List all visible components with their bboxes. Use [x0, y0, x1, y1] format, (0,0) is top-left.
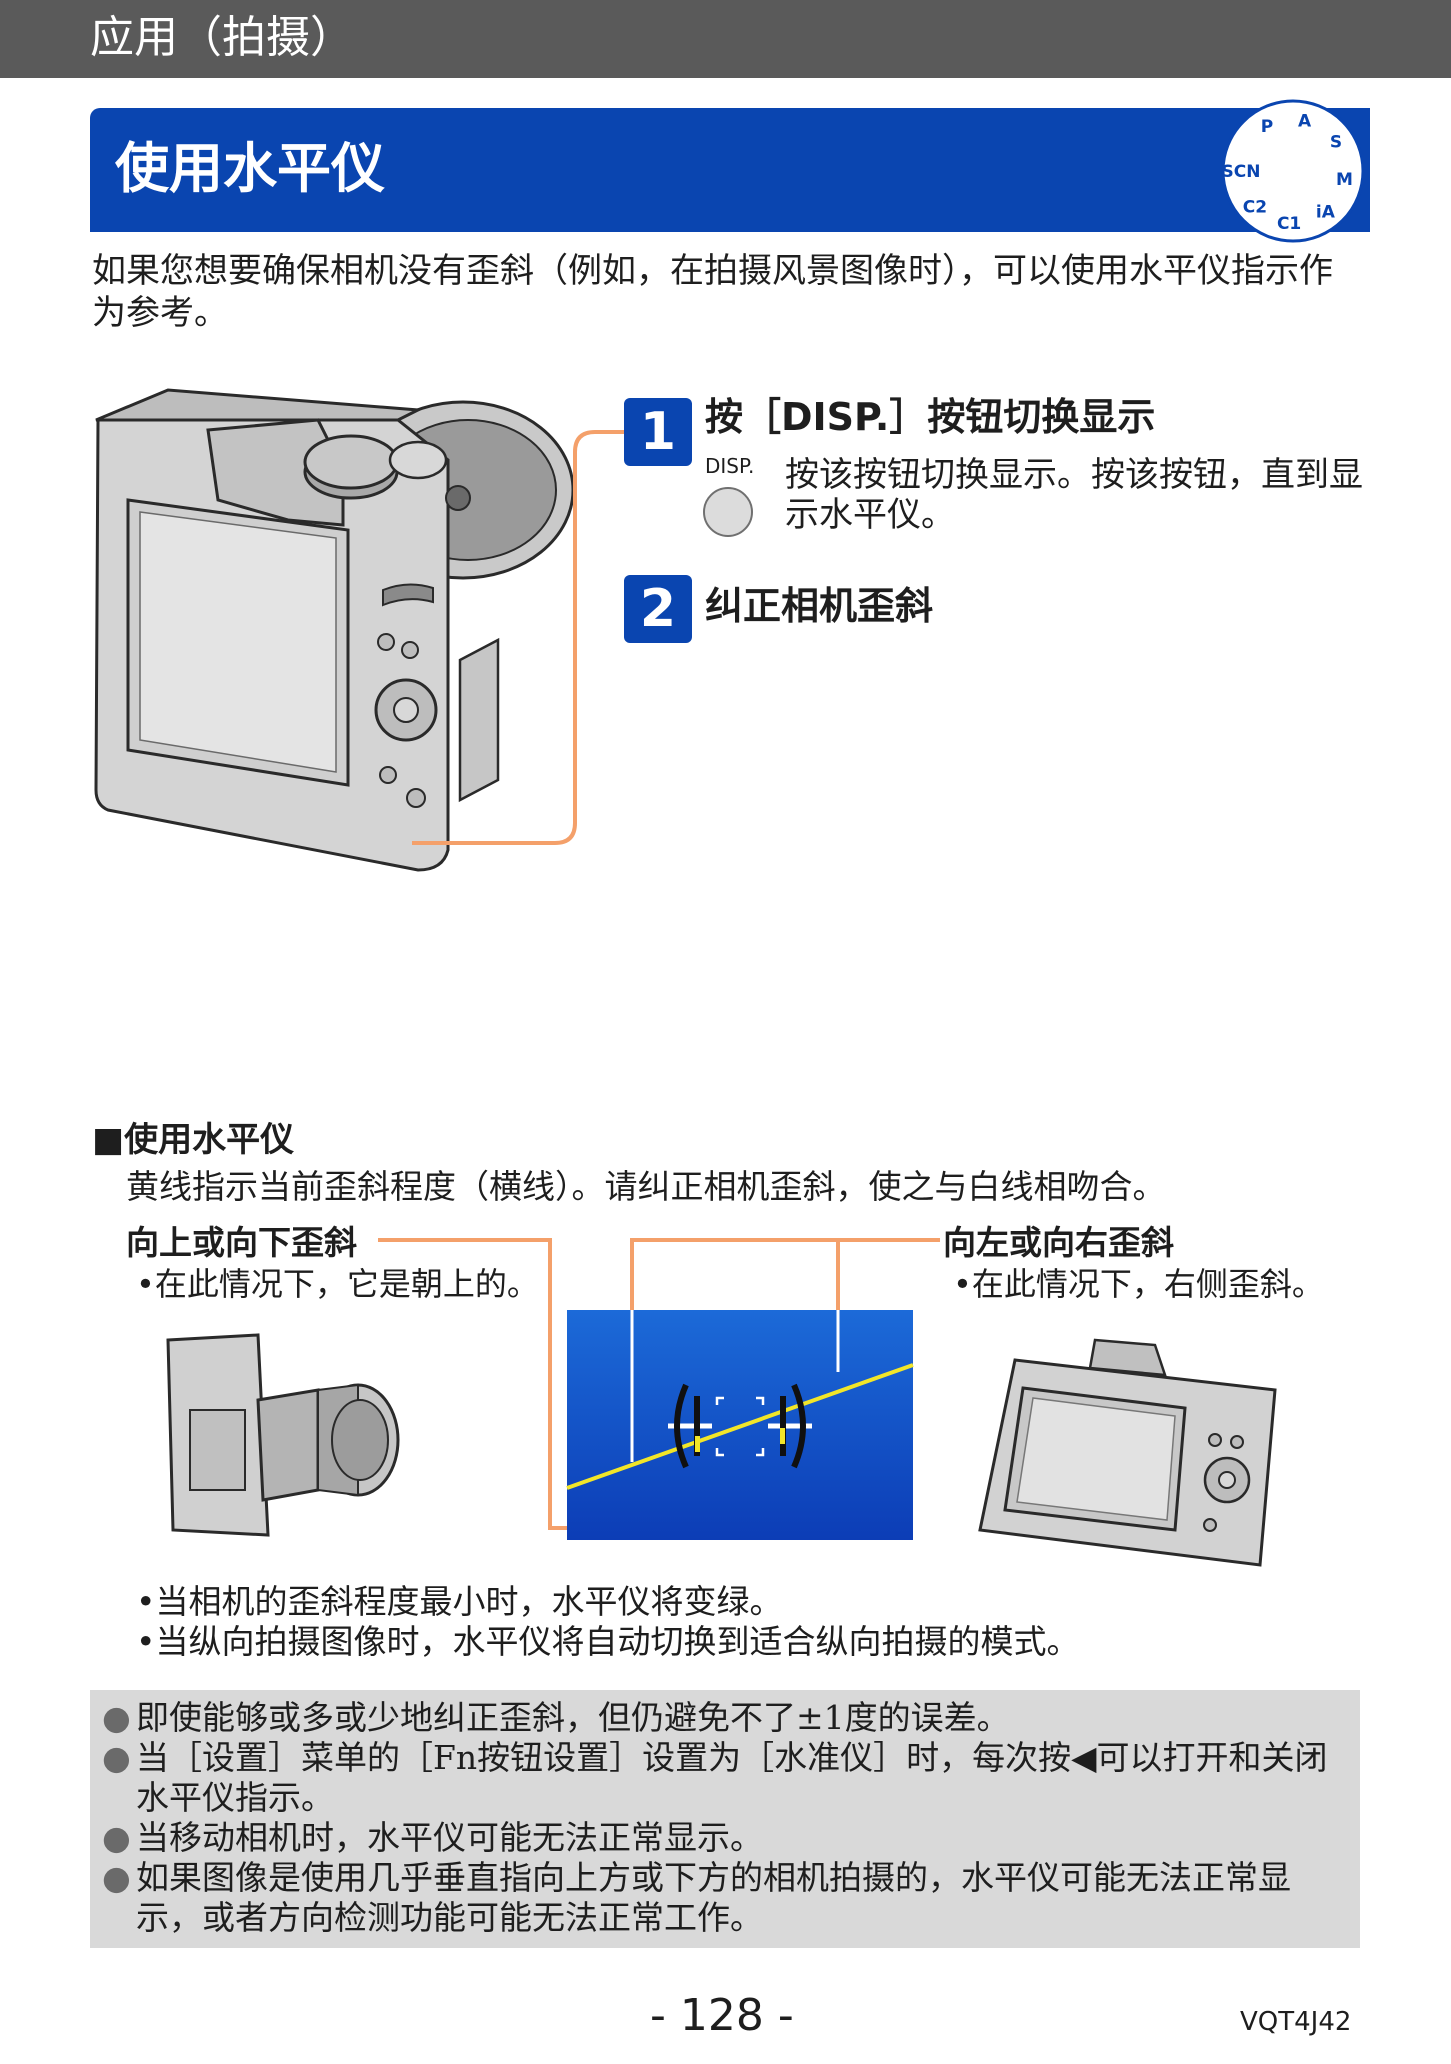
camera-back-tilted-illustration — [978, 1338, 1277, 1567]
tilt-left-right-label: 向左或向右歪斜 — [943, 1223, 1174, 1262]
note-bullet-icon: ● — [102, 1698, 131, 1737]
tilt-up-down-note: •在此情况下，它是朝上的。 — [136, 1265, 539, 1303]
section-title-bar — [90, 108, 1370, 232]
step-1-description: 按该按钮切换显示。按该按钮，直到显示水平仪。 — [785, 455, 1363, 535]
tips-list: •当相机的歪斜程度最小时，水平仪将变绿。 •当纵向拍摄图像时，水平仪将自动切换到… — [136, 1582, 1079, 1662]
step-1-badge: 1 — [624, 398, 692, 466]
notes-list: ●即使能够或多或少地纠正歪斜，但仍避免不了±1度的误差。 ●当［设置］菜单的［F… — [100, 1698, 1356, 1938]
mode-dial-letter: M — [1336, 170, 1353, 190]
intro-text: 如果您想要确保相机没有歪斜（例如，在拍摄风景图像时），可以使用水平仪指示作为参考… — [92, 251, 1333, 333]
mode-dial-letter: P — [1261, 117, 1273, 137]
note-bullet-icon: ● — [102, 1818, 131, 1857]
level-gauge-description: 黄线指示当前歪斜程度（横线）。请纠正相机歪斜，使之与白线相吻合。 — [126, 1167, 1166, 1206]
section-title: 使用水平仪 — [115, 137, 385, 200]
note-item: ●当移动相机时，水平仪可能无法正常显示。 — [102, 1818, 763, 1857]
mode-dial-letter: SCN — [1222, 162, 1261, 182]
note-item: ●如果图像是使用几乎垂直指向上方或下方的相机拍摄的，水平仪可能无法正常显示，或者… — [102, 1858, 1291, 1937]
mode-dial-letter: S — [1330, 133, 1342, 153]
mode-dial-letter: iA — [1316, 203, 1336, 223]
camera-rear-illustration — [94, 388, 575, 872]
note-item: ●当［设置］菜单的［Fn按钮设置］设置为［水准仪］时，每次按◀可以打开和关闭水平… — [102, 1738, 1328, 1817]
disp-button-label: DISP. — [705, 454, 755, 478]
mode-dial-letter: A — [1298, 111, 1312, 131]
tilt-up-down-label: 向上或向下歪斜 — [126, 1223, 357, 1262]
level-gauge-heading: ■使用水平仪 — [92, 1120, 295, 1160]
note-item: ●即使能够或多或少地纠正歪斜，但仍避免不了±1度的误差。 — [102, 1698, 1010, 1737]
document-code: VQT4J42 — [1240, 2007, 1352, 2037]
note-bullet-icon: ● — [102, 1858, 131, 1897]
step-2-title: 纠正相机歪斜 — [705, 584, 934, 628]
header-bar — [0, 0, 1451, 78]
notes-box — [90, 1690, 1360, 1948]
tips-item: •当相机的歪斜程度最小时，水平仪将变绿。 — [136, 1582, 783, 1621]
header-title: 应用（拍摄） — [90, 12, 354, 63]
disp-button-icon — [703, 487, 753, 537]
tips-item: •当纵向拍摄图像时，水平仪将自动切换到适合纵向拍摄的模式。 — [136, 1622, 1080, 1661]
step-2-badge: 2 — [624, 575, 692, 643]
camera-side-illustration — [166, 1333, 400, 1537]
page-number: - 128 - — [650, 1990, 794, 2041]
step-1-title: 按［DISP.］按钮切换显示 — [705, 395, 1156, 439]
mode-dial-letter: C1 — [1277, 214, 1301, 234]
tilt-left-right-note: •在此情况下，右侧歪斜。 — [953, 1265, 1324, 1303]
note-bullet-icon: ● — [102, 1738, 131, 1777]
mode-dial-letter: C2 — [1243, 197, 1267, 217]
